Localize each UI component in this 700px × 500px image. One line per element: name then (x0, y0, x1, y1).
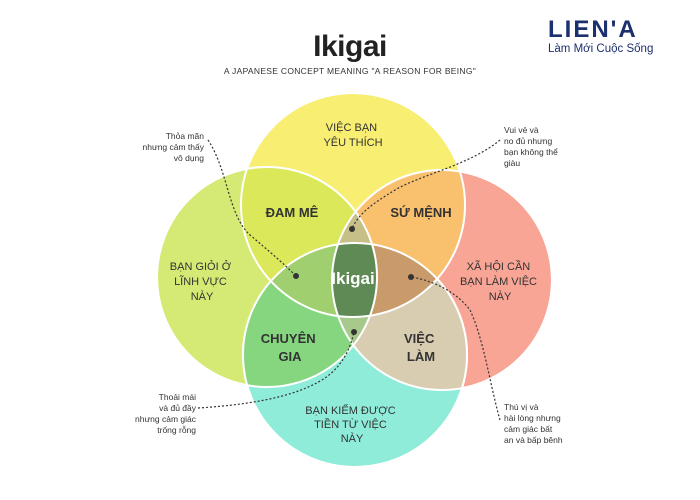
leader-line-top-left (207, 139, 299, 279)
label-profession: CHUYÊN GIA (261, 331, 320, 364)
label-love: VIỆC BẠN YÊU THÍCH (323, 121, 382, 149)
note-joyful-not-rich: Vui vẻ và no đủ nhưng bạn không thể giàu (504, 125, 558, 168)
leader-line-bottom-left (197, 329, 357, 409)
label-mission: SỨ MỆNH (390, 205, 451, 220)
leader-line-bottom-right (408, 274, 501, 421)
brand-logo: LIEN'A Làm Mới Cuộc Sống (548, 16, 688, 55)
page-title: Ikigai (313, 30, 387, 63)
label-ikigai: Ikigai (331, 269, 374, 288)
note-comfortable-empty: Thoải mái và đủ đầy nhưng cảm giác trống… (135, 392, 196, 435)
label-good-at: BẠN GIỎI Ở LĨNH VỰC NÀY (170, 260, 234, 303)
leader-line-top-right (349, 139, 501, 232)
label-paid-for: BẠN KIẾM ĐƯỢC TIỀN TỪ VIỆC NÀY (305, 404, 398, 445)
brand-name: LIEN'A (548, 16, 638, 43)
label-passion: ĐAM MÊ (266, 205, 319, 220)
brand-tagline: Làm Mới Cuộc Sống (548, 43, 654, 55)
note-satisfied-useless: Thỏa mãn nhưng cảm thấy vô dụng (142, 131, 204, 163)
note-exciting-uncertain: Thú vị và hài lòng nhưng cảm giác bất an… (504, 402, 563, 445)
label-vocation: VIỆC LÀM (404, 331, 438, 364)
label-world-needs: XÃ HỘI CẦN BẠN LÀM VIỆC NÀY (460, 260, 540, 303)
page-subtitle: A JAPANESE CONCEPT MEANING "A REASON FOR… (223, 66, 477, 76)
